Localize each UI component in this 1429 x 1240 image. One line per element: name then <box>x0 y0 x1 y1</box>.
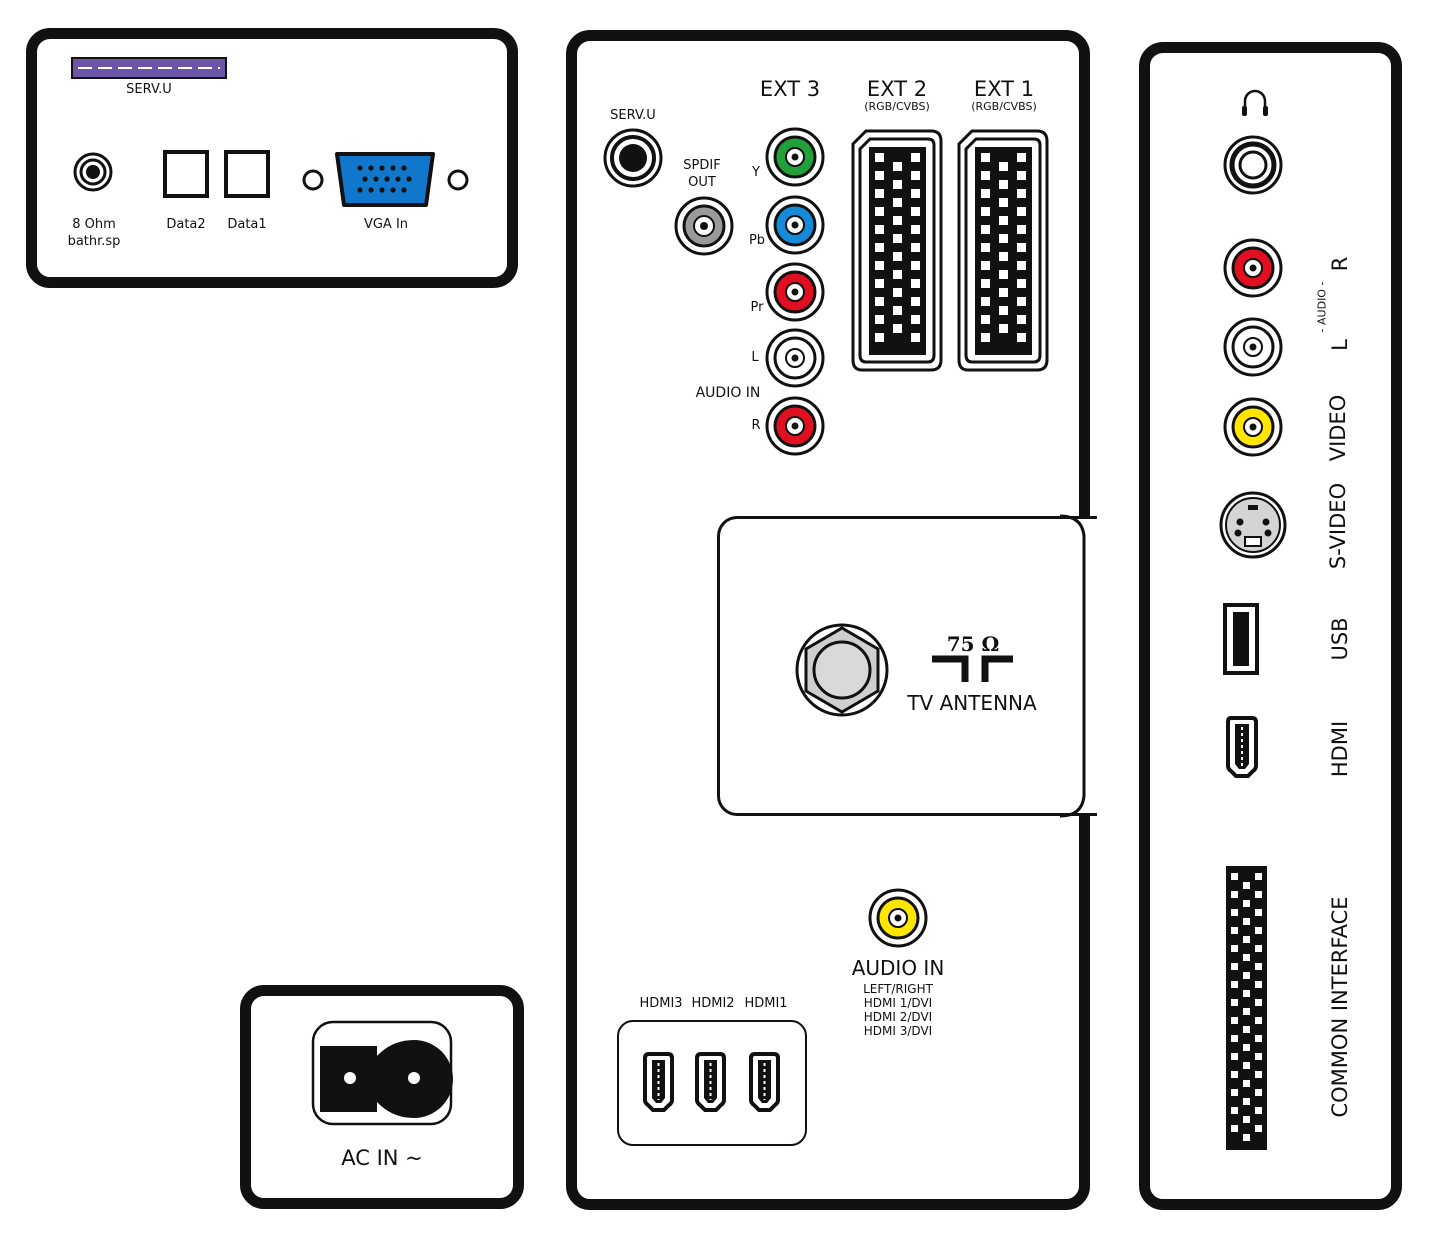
data2-port-icon[interactable] <box>0 0 209 198</box>
side-s-video-label: S-VIDEO <box>1326 482 1350 570</box>
ext1-label: EXT 1 <box>973 77 1035 101</box>
speaker-label: 8 Ohm <box>72 217 116 232</box>
rca-pb-jack-icon <box>765 195 825 255</box>
hdmi-ports-icon[interactable] <box>0 0 780 1112</box>
side-usb-label: USB <box>1328 617 1352 661</box>
data1-label: Data1 <box>227 217 267 232</box>
rca-y-jack-icon <box>765 127 825 187</box>
audio-in-big-label: AUDIO IN <box>851 956 945 980</box>
tv-antenna-label: TV ANTENNA <box>907 691 1037 715</box>
speaker-sub-label: bathr.sp <box>67 234 121 249</box>
ext3-rca-jacks-icon[interactable] <box>0 0 825 456</box>
side-r-label: R <box>1328 256 1352 272</box>
hdmi1-label: HDMI1 <box>744 996 788 1011</box>
antenna-box-right-cap <box>1059 514 1086 818</box>
rca-pr-jack-icon <box>765 262 825 322</box>
side-hdmi-port-icon[interactable] <box>0 0 1258 778</box>
antenna-symbol-icon <box>932 655 1013 682</box>
headphone-jack-icon[interactable] <box>0 0 1283 195</box>
vga-label: VGA In <box>363 217 409 232</box>
antenna-box <box>717 516 1097 816</box>
hdmi3-port-icon <box>643 1052 674 1112</box>
side-audio-label: - AUDIO - <box>1315 281 1329 333</box>
side-video-label: VIDEO <box>1326 394 1350 462</box>
spdif-out-jack-icon[interactable] <box>0 0 734 256</box>
serv-u-slot-icon <box>71 57 227 79</box>
hdmi1-port-icon <box>749 1052 780 1112</box>
audio-in-line-4: HDMI 3/DVI <box>863 1024 933 1038</box>
pr-label: Pr <box>750 300 764 315</box>
speaker-jack-icon[interactable] <box>0 0 113 192</box>
audio-in-line-1: LEFT/RIGHT <box>863 982 933 996</box>
rca-audio-l-jack-icon <box>765 328 825 388</box>
antenna-ohm-label: 75 Ω <box>946 632 1000 656</box>
ext1-scart-icon[interactable] <box>0 0 1049 372</box>
side-rca-jacks-icon[interactable] <box>0 0 1283 457</box>
r-label: R <box>751 418 761 433</box>
ext2-label: EXT 2 <box>866 77 928 101</box>
spdif-label-line1: SPDIF <box>683 158 721 173</box>
ext3-label: EXT 3 <box>759 77 821 101</box>
y-label: Y <box>752 165 760 180</box>
headphone-icon <box>1242 89 1268 116</box>
vga-port-icon[interactable] <box>0 0 469 207</box>
ext2-scart-icon[interactable] <box>0 0 943 372</box>
audio-in-line-3: HDMI 2/DVI <box>863 1010 933 1024</box>
common-interface-slot-icon[interactable] <box>0 0 1267 1150</box>
s-video-port-icon[interactable] <box>0 0 1287 559</box>
ac-power-socket-icon[interactable] <box>0 0 453 1126</box>
side-audio-l-jack-icon <box>1223 317 1283 377</box>
data2-label: Data2 <box>166 217 206 232</box>
side-common-interface-label: COMMON INTERFACE <box>1328 896 1352 1118</box>
hdmi2-label: HDMI2 <box>691 996 735 1011</box>
audio-in-line-2: HDMI 1/DVI <box>863 996 933 1010</box>
side-l-label: L <box>1328 339 1352 351</box>
ext2-sub-label: (RGB/CVBS) <box>864 100 930 113</box>
side-connector-panel <box>1139 42 1402 1210</box>
data1-port-icon[interactable] <box>0 0 270 198</box>
usb-port-icon[interactable] <box>0 0 1259 675</box>
spdif-label-line2: OUT <box>688 175 716 190</box>
side-hdmi-label: HDMI <box>1328 720 1352 778</box>
side-audio-r-jack-icon <box>1223 238 1283 298</box>
hdmi-dvi-audio-in-jack-icon[interactable] <box>0 0 928 948</box>
l-label: L <box>751 350 759 365</box>
side-video-jack-icon <box>1223 397 1283 457</box>
ext1-sub-label: (RGB/CVBS) <box>971 100 1037 113</box>
audio-in-label: AUDIO IN <box>695 385 761 401</box>
tv-antenna-connector-icon[interactable] <box>0 0 889 717</box>
rca-audio-r-jack-icon <box>765 396 825 456</box>
hdmi3-label: HDMI3 <box>639 996 683 1011</box>
serv-u-label: SERV.U <box>126 82 172 97</box>
ac-in-label: AC IN ~ <box>341 1146 423 1170</box>
center-serv-u-jack-icon[interactable] <box>0 0 663 188</box>
pb-label: Pb <box>748 233 766 248</box>
center-serv-u-label: SERV.U <box>610 108 656 123</box>
hdmi2-port-icon <box>695 1052 726 1112</box>
hdmi-group-box <box>617 1020 807 1146</box>
